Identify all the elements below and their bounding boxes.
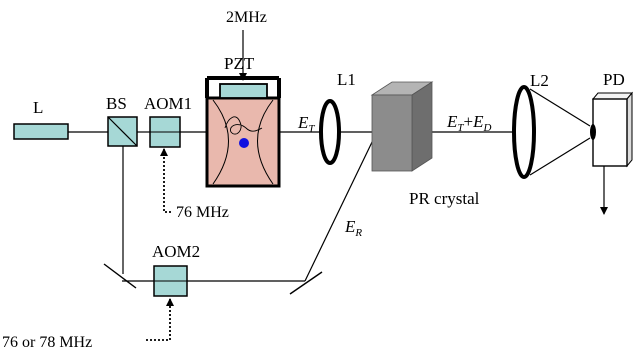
photodetector-body [592,98,628,167]
transmitted-field-label: ET [297,113,315,135]
lens-l1 [319,99,341,165]
aom2-frequency-label: 76 or 78 MHz [2,334,92,351]
pzt-frequency-label: 2MHz [226,9,267,26]
sum-field-label: ET+ED [446,112,492,134]
aom2-rf-line [146,298,174,341]
focus-cone-bottom [529,137,591,176]
laser-box [13,123,69,140]
lens-l1-label: L1 [337,70,356,89]
lens-l2-label: L2 [530,71,549,90]
lens-l2 [512,85,536,179]
pzt-label: PZT [224,54,255,73]
photodetector-label: PD [603,70,625,89]
beam-reference-to-crystal [304,137,375,282]
crystal-front-face [371,94,413,172]
crystal-label: PR crystal [409,189,480,208]
focus-cone-top [529,88,591,127]
mirror-left [103,263,137,289]
photodetector-top [591,92,634,100]
particle [239,138,249,148]
photodetector-aperture [590,124,596,140]
focused-beam-waist [212,99,274,185]
aom1-rf-line [160,148,171,213]
beam-splitter-diagonal [107,116,138,147]
mirror-right [289,271,323,295]
beam-splitter-label: BS [106,94,127,113]
laser-label: L [33,98,43,117]
aom1-frequency-label: 76 MHz [176,204,229,221]
aom2-label: AOM2 [152,242,200,261]
crystal-side-face [411,81,433,172]
pzt-box [219,83,268,99]
aom1-label: AOM1 [144,94,192,113]
particle-trajectory [224,116,263,135]
reference-field-label: ER [344,217,362,239]
photodetector-side [626,91,633,168]
